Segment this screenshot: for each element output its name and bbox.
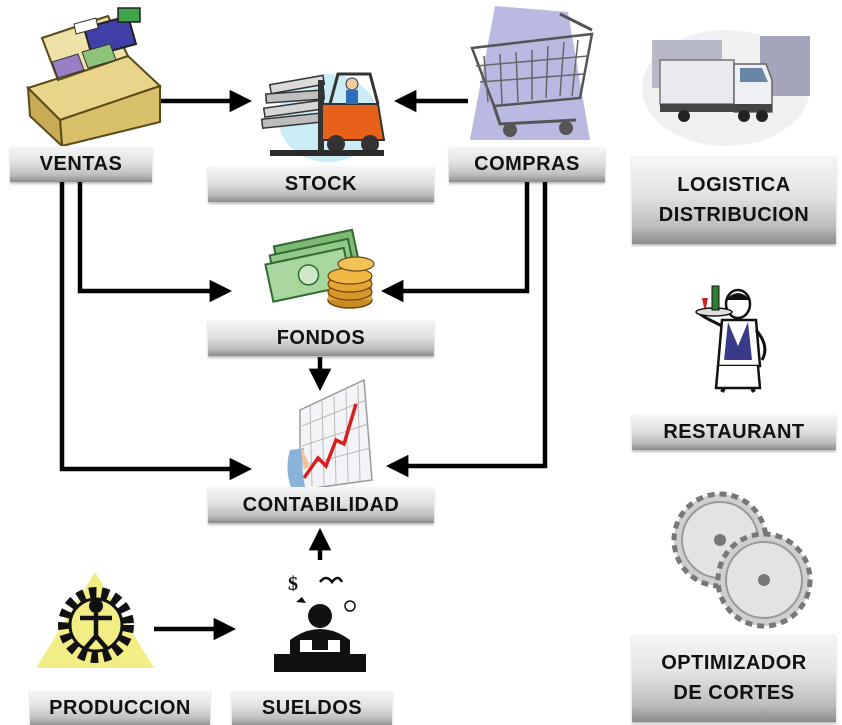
shopping-cart-icon: [470, 6, 594, 140]
logistica-text-line1: LOGISTICA: [677, 174, 791, 196]
waiter-icon: [695, 285, 767, 393]
produccion-text: PRODUCCION: [49, 697, 191, 719]
stock-text: STOCK: [284, 173, 358, 195]
compras-text: COMPRAS: [474, 153, 580, 175]
node-restaurant-label: RESTAURANT: [632, 414, 836, 450]
ventas-text: VENTAS: [39, 153, 123, 175]
logistica-text-line2: DISTRIBUCION: [658, 204, 810, 226]
node-optimizador-label: OPTIMIZADOR DE CORTES: [632, 634, 836, 722]
arrow-compras-fondos: [380, 182, 530, 303]
node-ventas-label: VENTAS: [10, 146, 152, 182]
optimizador-text-line1: OPTIMIZADOR: [661, 652, 807, 674]
node-compras-label: COMPRAS: [449, 146, 605, 182]
node-logistica-label: LOGISTICA DISTRIBUCION: [632, 156, 836, 244]
fondos-text: FONDOS: [276, 327, 366, 349]
forklift-icon: [260, 72, 386, 162]
optimizador-text-line2: DE CORTES: [673, 682, 795, 704]
restaurant-text: RESTAURANT: [663, 421, 805, 443]
arrow-ventas-fondos: [77, 182, 233, 303]
saw-blades-icon: [671, 491, 813, 629]
svg-text:$: $: [288, 573, 298, 595]
arrow-ventas-contabilidad: [59, 182, 253, 481]
contabilidad-text: CONTABILIDAD: [242, 494, 400, 516]
gear-worker-icon: [36, 572, 154, 668]
arrow-compras-contabilidad: [385, 182, 548, 478]
node-contabilidad-label: CONTABILIDAD: [208, 487, 434, 523]
worker-desk-icon: $: [274, 573, 366, 672]
money-coins-icon: [264, 228, 375, 309]
node-sueldos-label: SUELDOS: [232, 690, 392, 725]
sueldos-text: SUELDOS: [261, 697, 363, 719]
cash-register-icon: [26, 7, 162, 149]
growth-chart-icon: [287, 378, 373, 491]
node-produccion-label: PRODUCCION: [30, 690, 210, 725]
truck-icon: [642, 30, 810, 146]
node-fondos-label: FONDOS: [208, 320, 434, 356]
node-stock-label: STOCK: [208, 166, 434, 202]
